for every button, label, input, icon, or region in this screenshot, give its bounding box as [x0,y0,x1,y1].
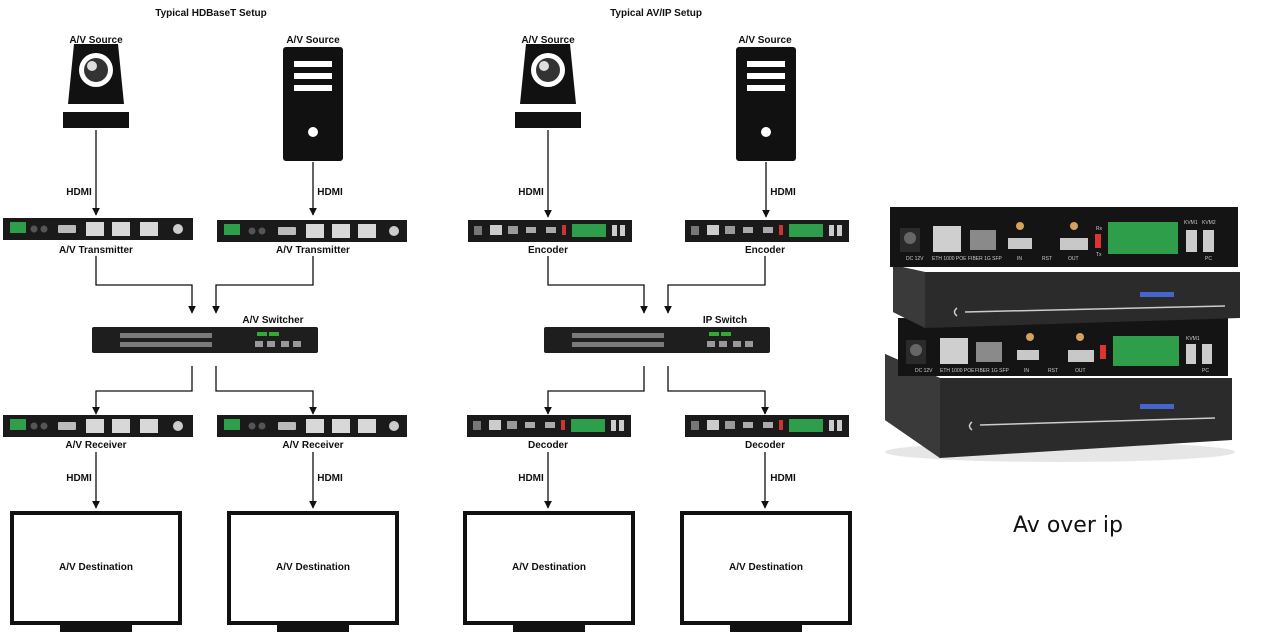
hdbaset-hdmi-bottom-right: HDMI [317,473,343,484]
product-photo: DC 12V ETH 1000 POE FIBER 1G SFP IN RST … [885,207,1240,462]
avip-title: Typical AV/IP Setup [610,8,702,19]
hdbaset-receiver-right-device [217,415,407,437]
hdbaset-destination-left-label: A/V Destination [59,562,133,573]
hdbaset-source-left-label: A/V Source [69,35,123,46]
top-pc-label: PC [1205,256,1212,262]
hdbaset-link-tx-left [95,256,196,314]
avip-decoder-right-device [685,415,849,437]
avip-encoder-right-label: Encoder [745,245,785,256]
hdbaset-receiver-right-label: A/V Receiver [282,440,343,451]
product-caption: Av over ip [1013,513,1123,538]
bottom-dc-label: DC 12V [915,368,933,374]
avip-hdmi-top-right: HDMI [770,187,796,198]
hdbaset-hdmi-top-left: HDMI [66,187,92,198]
avip-link-enc-right [664,256,766,314]
avip-encoder-left-device [468,220,632,242]
avip-camera-icon [515,44,581,128]
bottom-kvm1-label: KVM1 [1186,336,1200,342]
top-fiber-label: FIBER 1G SFP [968,256,1003,262]
avip-link-dec-left [544,366,645,415]
avip-encoder-right-device [685,220,849,242]
avip-switch-label: IP Switch [703,315,747,326]
bottom-pc-label: PC [1202,368,1209,374]
avip-destination-right-label: A/V Destination [729,562,803,573]
avip-source-left-label: A/V Source [521,35,575,46]
hdbaset-hdmi-top-right: HDMI [317,187,343,198]
top-in-label: IN [1017,256,1022,262]
hdbaset-link-rx-right [215,366,317,415]
top-kvm2-label: KVM2 [1202,220,1216,226]
hdbaset-link-rx-left [92,366,193,415]
avip-computer-icon [736,47,796,161]
top-eth-label: ETH 1000 POE [932,256,967,262]
bottom-fiber-label: FIBER 1G SFP [975,368,1010,374]
hdbaset-receiver-left-label: A/V Receiver [65,440,126,451]
avip-hdmi-top-left: HDMI [518,187,544,198]
hdbaset-receiver-left-device [3,415,193,437]
hdbaset-link-tx-right [212,256,314,314]
avip-decoder-left-device [467,415,631,437]
top-tx-label: Tx [1096,252,1102,258]
avip-switch-device [544,327,770,353]
hdbaset-title: Typical HDBaseT Setup [155,8,267,19]
bottom-rst-label: RST [1048,368,1058,374]
hdbaset-transmitter-left-device [3,218,193,240]
top-kvm1-label: KVM1 [1184,220,1198,226]
top-rx-label: Rx [1096,226,1103,232]
hdbaset-transmitter-right-label: A/V Transmitter [276,245,350,256]
hdbaset-hdmi-bottom-left: HDMI [66,473,92,484]
bottom-out-label: OUT [1075,368,1086,374]
avip-source-right-label: A/V Source [738,35,792,46]
hdbaset-camera-icon [63,44,129,128]
top-rst-label: RST [1042,256,1052,262]
avip-encoder-left-label: Encoder [528,245,568,256]
avip-link-enc-left [547,256,648,314]
hdbaset-source-right-label: A/V Source [286,35,340,46]
top-dc-label: DC 12V [906,256,924,262]
bottom-eth-label: ETH 1000 POE [940,368,975,374]
avip-hdmi-bottom-left: HDMI [518,473,544,484]
hdbaset-computer-icon [283,47,343,161]
hdbaset-transmitter-left-label: A/V Transmitter [59,245,133,256]
hdbaset-switch-label: A/V Switcher [242,315,303,326]
avip-destination-left-label: A/V Destination [512,562,586,573]
hdbaset-transmitter-right-device [217,220,407,242]
avip-link-dec-right [667,366,769,415]
avip-decoder-left-label: Decoder [528,440,568,451]
hdbaset-switcher-device [92,327,318,353]
bottom-in-label: IN [1024,368,1029,374]
avip-decoder-right-label: Decoder [745,440,785,451]
avip-hdmi-bottom-right: HDMI [770,473,796,484]
top-out-label: OUT [1068,256,1079,262]
hdbaset-destination-right-label: A/V Destination [276,562,350,573]
